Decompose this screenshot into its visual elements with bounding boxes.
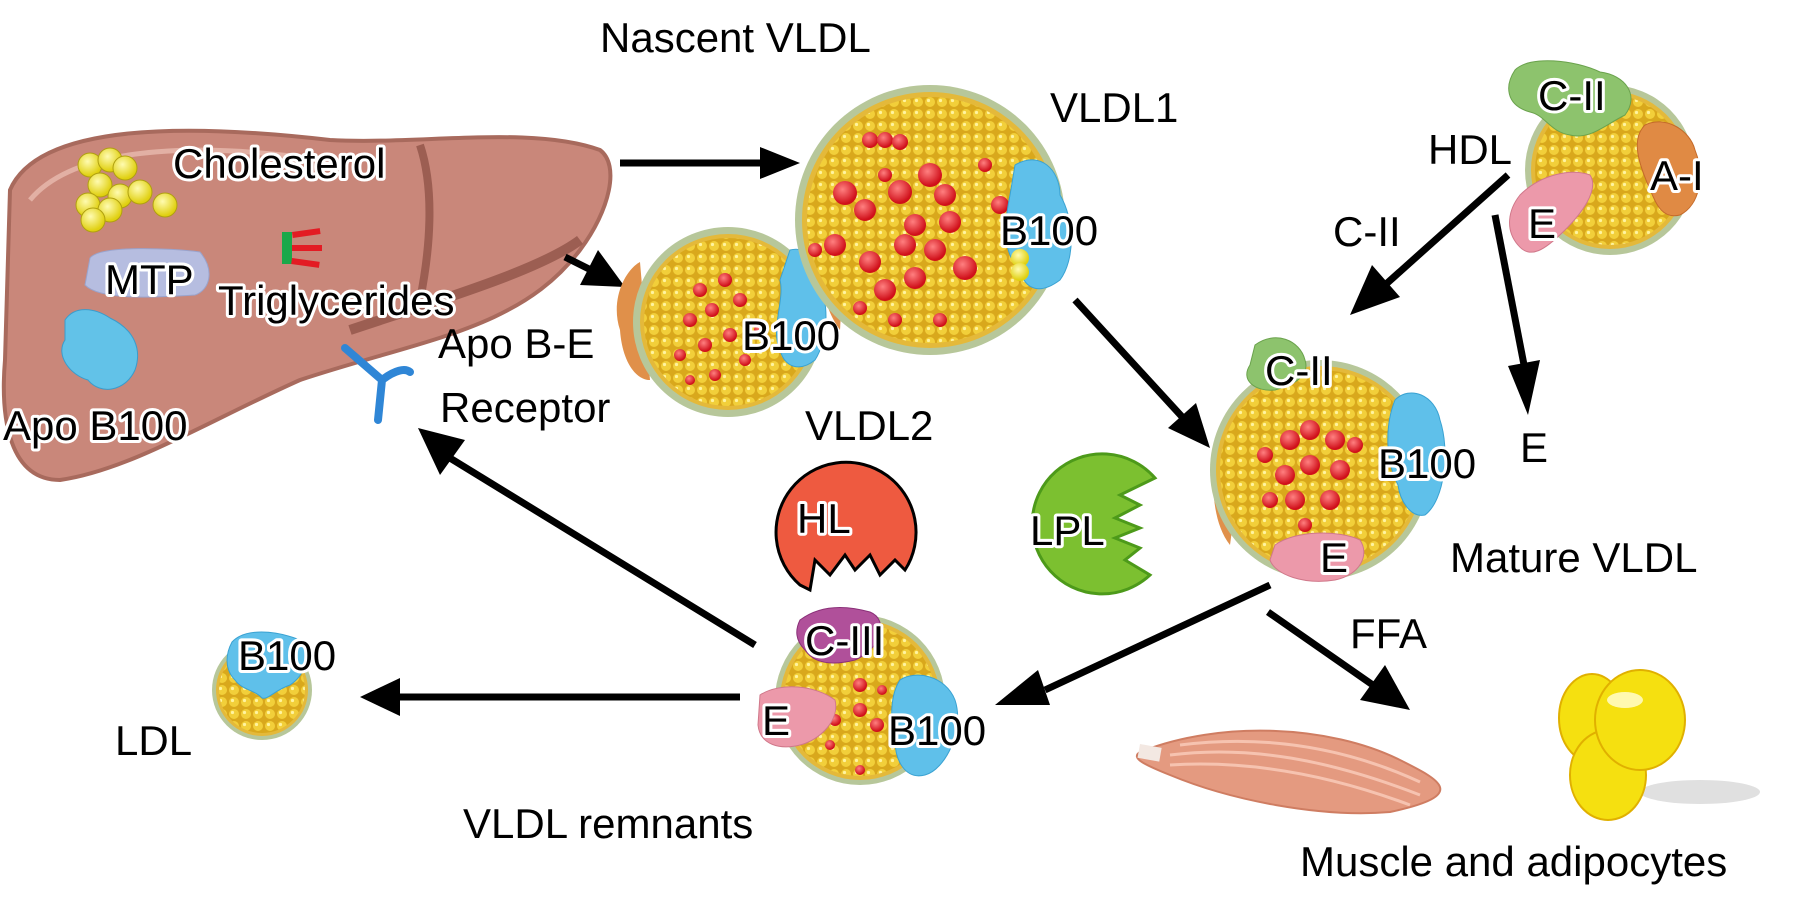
mtp-label: MTP	[105, 256, 194, 303]
liver	[1, 128, 613, 483]
muscle-icon	[1135, 729, 1442, 815]
arrow-vldl1-to-mature	[1072, 297, 1210, 448]
remnant-b100-label: B100	[888, 707, 986, 754]
c2-apoprotein-icon	[1508, 60, 1632, 137]
apo-b100-icon	[61, 309, 139, 390]
vldl-remnant-particle	[757, 607, 959, 785]
mature-vldl-label: Mature VLDL	[1450, 534, 1697, 581]
nascent-vldl-label: Nascent VLDL	[600, 14, 871, 61]
ffa-label: FFA	[1350, 610, 1427, 657]
vldl1-particle	[795, 85, 1072, 355]
mature-vldl-particle	[1210, 337, 1446, 582]
mtp-icon	[84, 248, 210, 298]
lpl-label: LPL	[1030, 507, 1105, 554]
vldl-remnants-label: VLDL remnants	[463, 800, 753, 847]
hdl-particle	[1508, 60, 1701, 255]
hl-enzyme-icon	[774, 460, 918, 593]
apo-be-receptor-label-line1: Apo B-E	[438, 320, 594, 367]
arrow-hdl-e-transfer	[1491, 214, 1540, 415]
mature-e-label: E	[1320, 534, 1348, 581]
arrow-liver-to-vldl2	[563, 250, 625, 287]
b100-apoprotein-icon	[1387, 392, 1446, 516]
hdl-label: HDL	[1428, 126, 1512, 173]
b100-apoprotein-icon	[891, 674, 959, 777]
hl-label: HL	[797, 495, 851, 542]
muscle-adipocytes-label: Muscle and adipocytes	[1300, 838, 1727, 885]
cholesterol-icon	[75, 147, 178, 233]
apo-b100-label: Apo B100	[3, 402, 188, 449]
ldl-label: LDL	[115, 717, 192, 764]
a1-apoprotein-icon	[1636, 121, 1701, 217]
lpl-enzyme-icon	[1030, 452, 1158, 596]
cholesterol-label: Cholesterol	[173, 140, 385, 187]
hdl-c2-label: C-II	[1538, 72, 1606, 119]
b100-apoprotein-icon	[226, 631, 307, 699]
e-apoprotein-icon	[1509, 171, 1594, 253]
triglycerides-label: Triglycerides	[218, 277, 455, 324]
e-transfer-label: E	[1520, 424, 1548, 471]
ldl-particle	[212, 631, 312, 740]
apo-be-receptor-icon	[341, 344, 414, 424]
hdl-e-label: E	[1528, 200, 1556, 247]
e-apoprotein-icon	[1269, 532, 1365, 582]
arrow-remnant-to-ldl	[360, 678, 740, 716]
vldl1-b100-label: B100	[1000, 207, 1098, 254]
arrow-liver-to-vldl1	[620, 147, 800, 179]
ldl-b100-label: B100	[238, 632, 336, 679]
apo-be-receptor-label-line2: Receptor	[440, 384, 610, 431]
vldl2-label: VLDL2	[805, 402, 933, 449]
arrow-hdl-to-mature-c2	[1350, 172, 1511, 315]
arrow-mature-to-remnant	[995, 581, 1272, 705]
vldl2-b100-label: B100	[742, 312, 840, 359]
vldl1-label: VLDL1	[1050, 84, 1178, 131]
remnant-e-label: E	[762, 697, 790, 744]
c2-transfer-label: C-II	[1333, 208, 1401, 255]
arrow-mature-to-muscle	[1265, 609, 1410, 710]
arrow-remnant-to-liver	[418, 428, 757, 648]
c3-apoprotein-icon	[796, 607, 882, 664]
hdl-a1-label: A-I	[1650, 152, 1704, 199]
adipocytes-icon	[1558, 669, 1760, 821]
vldl2-particle	[616, 227, 827, 417]
mature-c2-label: C-II	[1265, 347, 1333, 394]
mature-b100-label: B100	[1378, 440, 1476, 487]
e-apoprotein-icon	[757, 686, 837, 748]
remnant-c3-label: C-III	[805, 617, 884, 664]
triglyceride-icon	[282, 228, 322, 268]
c2-apoprotein-icon	[1246, 337, 1307, 391]
